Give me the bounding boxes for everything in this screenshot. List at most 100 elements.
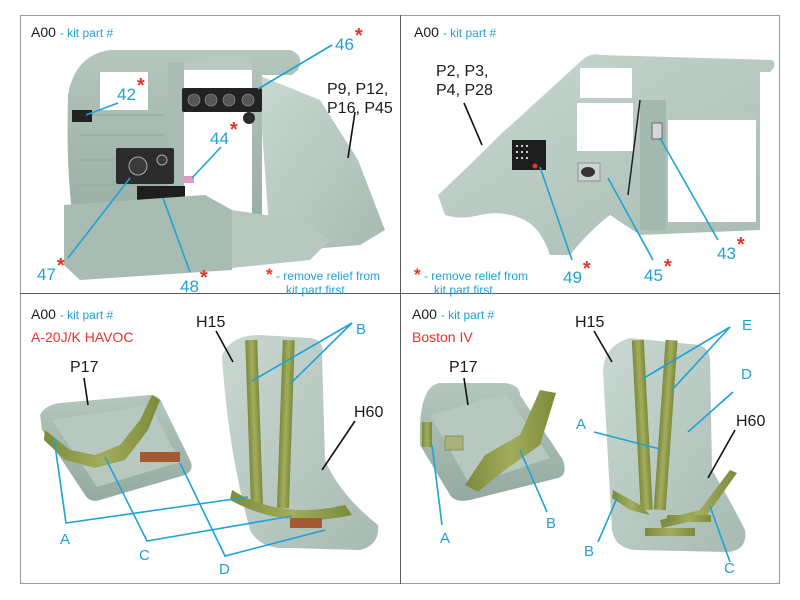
strap-tab (140, 452, 180, 462)
boston-seat-illustration (603, 338, 746, 552)
horizontal-divider (20, 293, 780, 294)
part-label-fitting: H60 (354, 404, 384, 421)
callout-number: 43 (717, 244, 736, 263)
callout-number: 45 (644, 266, 663, 285)
panel-header: A00 - kit part # (31, 307, 113, 321)
fairing-shape (258, 75, 385, 250)
asterisk-icon: * (229, 119, 238, 141)
callout-letter-c: C (139, 547, 150, 564)
asterisk-icon: * (414, 265, 421, 284)
parts-label-line: P16, P45 (327, 100, 393, 117)
shoulder-strap (653, 339, 678, 511)
havoc-seat-illustration (222, 335, 379, 550)
kit-legend: - kit part # (59, 26, 114, 40)
callout-number: 49 (563, 268, 582, 287)
window-opening (100, 72, 148, 110)
callout-48: 48* (180, 268, 208, 296)
callout-42: 42* (117, 76, 145, 104)
callout-49: 49* (563, 259, 591, 287)
callout-letter-c: C (724, 560, 735, 577)
callout-number: 46 (335, 35, 354, 54)
parts-leader-line (463, 102, 483, 146)
parts-label: P9, P12, P16, P45 (327, 80, 393, 118)
note-line: kit part first (286, 283, 345, 297)
callout-letter-a: A (440, 530, 451, 547)
callout-letter-b: B (356, 321, 367, 338)
bottom-left-leader-lines (53, 322, 353, 557)
bottom-right-leader-lines (431, 326, 734, 563)
part-label-seat: H15 (196, 314, 226, 331)
strap-shape (44, 395, 160, 468)
lap-belt (230, 490, 352, 520)
kit-legend: - kit part # (59, 308, 114, 322)
panel-49 (512, 140, 546, 170)
asterisk-icon: * (199, 267, 208, 289)
note-line: - remove relief from (423, 269, 528, 283)
part-label-cushion: P17 (449, 359, 478, 376)
note-line: - remove relief from (275, 269, 380, 283)
callout-letter-d: D (219, 561, 230, 578)
part-label-seat: H15 (575, 314, 605, 331)
cockpit-right-wall-illustration (438, 54, 775, 255)
window-opening (580, 68, 632, 98)
callout-letter-b: B (546, 515, 557, 532)
panel-42 (72, 110, 92, 122)
top-right-leader-lines (539, 137, 719, 261)
panel-header: A00 - kit part # (414, 25, 496, 39)
relief-note: * - remove relief from kit part first (414, 265, 528, 297)
kit-legend: - kit part # (440, 308, 495, 322)
asterisk-icon: * (354, 25, 363, 47)
callout-letter-a: A (576, 416, 587, 433)
asterisk-icon: * (736, 234, 745, 256)
shoulder-strap (245, 339, 264, 509)
vertical-divider (400, 15, 401, 584)
note-line: kit part first (434, 283, 493, 297)
kit-code: A00 (414, 24, 439, 40)
top-left-leader-lines (67, 44, 333, 273)
window-opening (577, 103, 633, 151)
asterisk-icon: * (136, 75, 145, 97)
shoulder-strap (276, 339, 295, 509)
callout-44: 44* (210, 120, 238, 148)
kit-code: A00 (31, 306, 56, 322)
asterisk-icon: * (663, 256, 672, 278)
frame-arch (182, 55, 252, 70)
kit-code: A00 (412, 306, 437, 322)
parts-label: P2, P3, P4, P28 (436, 62, 493, 100)
parts-label-line: P9, P12, (327, 81, 389, 98)
callout-letter-b: B (584, 543, 595, 560)
strap-shape (465, 390, 556, 492)
asterisk-icon: * (56, 255, 65, 277)
callout-letter-e: E (742, 317, 753, 334)
cockpit-left-wall-illustration (64, 50, 385, 280)
part-label-cushion: P17 (70, 359, 99, 376)
shoulder-strap (631, 339, 653, 511)
parts-label-line: P2, P3, (436, 63, 489, 80)
callout-number: 48 (180, 277, 199, 296)
instrument-panel-46 (182, 88, 262, 112)
callout-45: 45* (644, 257, 672, 285)
relief-note: * - remove relief from kit part first (266, 265, 380, 297)
part-44 (184, 176, 194, 183)
panel-header: A00 - kit part # (412, 307, 494, 321)
part-label-fitting: H60 (736, 413, 766, 430)
callout-46: 46* (335, 26, 363, 54)
callout-number: 47 (37, 265, 56, 284)
variant-title: A-20J/K HAVOC (31, 329, 134, 345)
callout-47: 47* (37, 256, 65, 284)
variant-title: Boston IV (412, 329, 473, 345)
callout-letter-a: A (60, 531, 71, 548)
asterisk-icon: * (582, 258, 591, 280)
panel-header: A00 - kit part # (31, 25, 113, 39)
callout-number: 42 (117, 85, 136, 104)
callout-43: 43* (717, 235, 745, 263)
asterisk-icon: * (266, 265, 273, 284)
callout-letter-d: D (741, 366, 752, 383)
window-opening (668, 112, 756, 222)
havoc-cushion-illustration (40, 395, 192, 501)
callout-number: 44 (210, 129, 229, 148)
kit-legend: - kit part # (442, 26, 497, 40)
boston-cushion-illustration (420, 383, 565, 501)
bottom-left-part-leaders (83, 330, 356, 471)
panel-43 (651, 122, 663, 140)
